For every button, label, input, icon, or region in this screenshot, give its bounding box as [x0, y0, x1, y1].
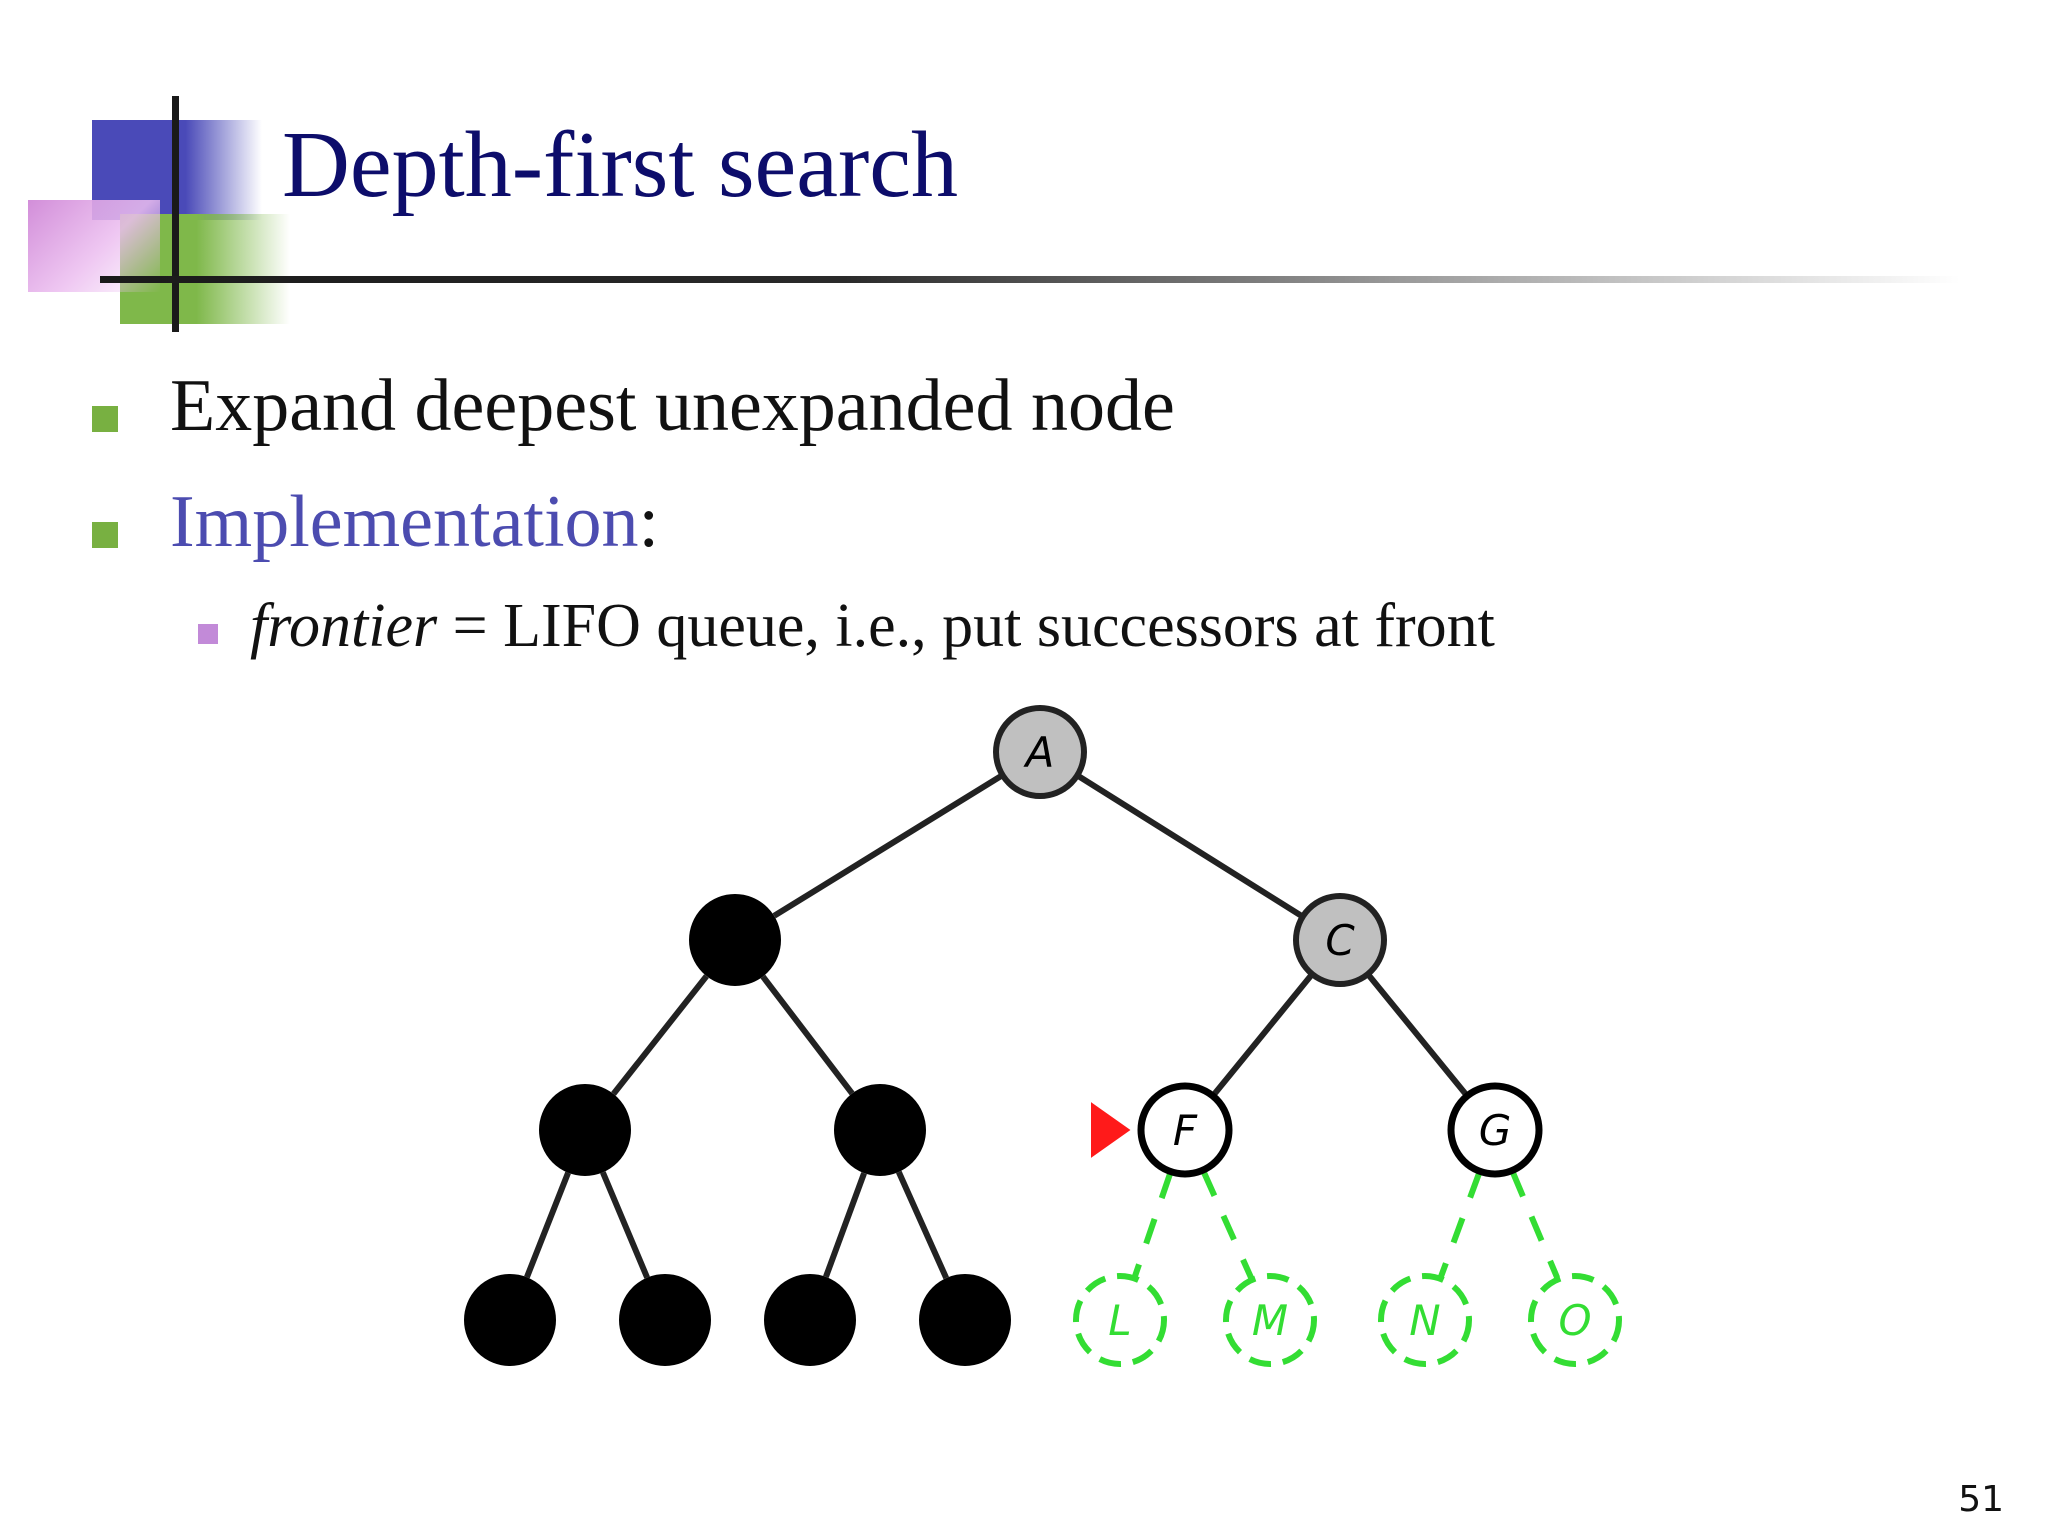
tree-node-label-G: G: [1479, 1106, 1512, 1155]
tree-node-label-M: M: [1252, 1296, 1288, 1345]
tree-edge-F-L: [1132, 1172, 1173, 1278]
tree-node-label-L: L: [1108, 1296, 1131, 1345]
tree-node-H: [464, 1274, 556, 1366]
search-tree-diagram: A C F G L M N O: [464, 705, 1622, 1367]
slide-title: Depth-first search: [282, 113, 958, 217]
tree-edge-C-F: [1211, 973, 1314, 1097]
bullet-2-text: Implementation:: [170, 481, 660, 563]
tree-node-N: N: [1378, 1273, 1472, 1367]
sub-bullet-1-text: frontier = LIFO queue, i.e., put success…: [250, 592, 1495, 660]
tree-edge-A-B: [772, 773, 1003, 919]
sub-bullet-square-icon: [198, 624, 218, 644]
tree-node-label-N: N: [1409, 1296, 1440, 1345]
page-number: 51: [1958, 1479, 2004, 1520]
tree-edge-D-I: [600, 1171, 650, 1279]
tree-edge-B-E: [760, 974, 855, 1096]
implementation-link[interactable]: Implementation: [170, 481, 639, 563]
tree-node-A: A: [993, 705, 1087, 799]
tree-node-L: L: [1073, 1273, 1167, 1367]
bullet-1-text: Expand deepest unexpanded node: [170, 365, 1175, 447]
tree-node-label-O: O: [1558, 1296, 1591, 1345]
bullet-square-icon: [92, 406, 118, 432]
decor-vertical-rule: [172, 96, 179, 332]
tree-node-D: [539, 1084, 631, 1176]
tree-node-E: [834, 1084, 926, 1176]
tree-node-G: G: [1447, 1082, 1543, 1178]
tree-node-label-C: C: [1325, 916, 1355, 965]
tree-edge-E-K: [896, 1170, 949, 1280]
tree-edge-C-G: [1366, 973, 1469, 1097]
tree-edge-G-N: [1438, 1172, 1482, 1278]
tree-node-K: [919, 1274, 1011, 1366]
tree-node-C: C: [1293, 893, 1387, 987]
tree-edge-E-J: [823, 1172, 867, 1278]
tree-node-I: [619, 1274, 711, 1366]
tree-edge-F-M: [1201, 1170, 1254, 1280]
tree-node-label-F: F: [1173, 1106, 1198, 1155]
tree-node-M: M: [1223, 1273, 1317, 1367]
tree-edge-G-O: [1510, 1171, 1560, 1279]
tree-edge-D-H: [524, 1171, 571, 1279]
tree-node-O: O: [1528, 1273, 1622, 1367]
tree-node-J: [764, 1274, 856, 1366]
bullet-square-icon: [92, 522, 118, 548]
tree-node-B: [689, 894, 781, 986]
tree-edge-A-C: [1077, 773, 1303, 919]
tree-node-F: F: [1137, 1082, 1233, 1178]
tree-edge-B-D: [611, 974, 709, 1096]
title-underline: [100, 276, 1960, 283]
tree-node-label-A: A: [1023, 728, 1055, 777]
current-node-marker-icon: [1091, 1102, 1131, 1158]
